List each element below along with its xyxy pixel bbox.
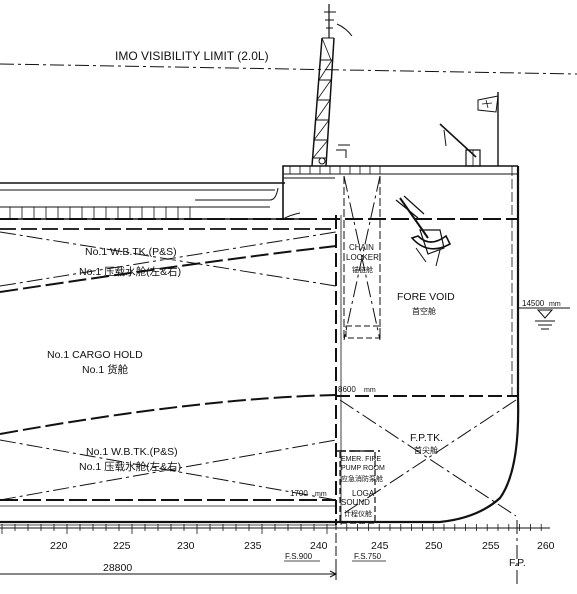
flag-mast: [477, 92, 499, 166]
fp-label: F.P.: [509, 557, 526, 569]
cargo-hold-label-en: No.1 CARGO HOLD: [47, 349, 143, 361]
emer-fire-label-cn: 应急消防泵舱: [341, 474, 383, 483]
deck-crane: [439, 123, 481, 167]
fore-void-label-en: FORE VOID: [397, 291, 455, 303]
frame-label-230: 230: [177, 540, 195, 552]
level-1700-unit: mm: [315, 491, 327, 498]
frame-label-225: 225: [113, 540, 131, 552]
imo-visibility-limit: IMO VISIBILITY LIMIT (2.0L): [0, 49, 577, 75]
dimension-28800: 28800: [0, 562, 338, 580]
emer-fire-label-1: EMER. FIRE: [341, 456, 381, 463]
wbtk-top-label-en: No.1 W.B.TK.(P&S): [85, 246, 177, 258]
level-mark-8600: 8600 mm: [338, 385, 376, 394]
hold-boundaries: [0, 215, 518, 525]
wbtk-top-label-cn: No.1 压载水舱(左&右): [79, 265, 181, 278]
frame-label-260: 260: [537, 540, 555, 552]
fs750-label: F.S.750: [354, 552, 382, 561]
frame-label-220: 220: [50, 540, 68, 552]
frame-label-245: 245: [371, 540, 389, 552]
frame-label-235: 235: [244, 540, 262, 552]
fptk-label-en: F.P.TK.: [410, 432, 443, 444]
draft-unit: mm: [549, 301, 561, 308]
bow-hull: [0, 166, 520, 530]
cargo-hold-label-cn: No.1 货舱: [82, 363, 129, 376]
fptk-label-cn: 首尖舱: [414, 445, 438, 455]
emergency-fire-pump-room: EMER. FIRE PUMP ROOM 应急消防泵舱 LOGA SOUND 计…: [339, 450, 385, 524]
foremast: [311, 4, 353, 167]
sound-label-cn: 计程仪舱: [344, 509, 372, 518]
loga-label: LOGA: [352, 489, 375, 498]
level-mark-1700: 1700 mm: [290, 489, 327, 498]
anchor: [395, 195, 452, 267]
tank-cross-marks: [0, 175, 517, 517]
level-8600-value: 8600: [338, 385, 356, 394]
sound-label: SOUND: [341, 498, 370, 507]
main-deck-structure: [0, 165, 518, 220]
frame-ticks: [1, 524, 542, 534]
chain-locker-label-cn: 锚链舱: [352, 265, 373, 274]
chain-locker-label-1: CHAIN: [349, 243, 374, 252]
compartment-labels: No.1 W.B.TK.(P&S) No.1 压载水舱(左&右) No.1 CA…: [47, 246, 455, 473]
wbtk-bottom-label-en: No.1 W.B.TK.(P&S): [86, 446, 178, 458]
frame-label-240: 240: [310, 540, 328, 552]
wbtk-bottom-label-cn: No.1 压载水舱(左&右): [79, 460, 181, 473]
draft-value: 14500: [522, 299, 545, 308]
level-1700-value: 1700: [290, 489, 308, 498]
chain-locker: CHAIN LOCKER 锚链舱: [343, 176, 381, 340]
dimension-28800-label: 28800: [103, 562, 132, 574]
frame-scale: 220 225 230 235 240 245 250 255 260: [0, 524, 555, 552]
emer-fire-label-2: PUMP ROOM: [341, 465, 385, 472]
frame-label-255: 255: [482, 540, 500, 552]
fs900-label: F.S.900: [285, 552, 313, 561]
fore-void-label-cn: 首空舱: [412, 306, 436, 316]
frame-spacing: F.S.900 F.S.750 F.P.: [284, 520, 526, 585]
level-8600-unit: mm: [364, 387, 376, 394]
imo-visibility-label: IMO VISIBILITY LIMIT (2.0L): [115, 49, 269, 63]
draft-mark: 14500 mm: [518, 299, 570, 330]
chain-locker-label-2: LOCKER: [346, 253, 379, 262]
frame-label-250: 250: [425, 540, 443, 552]
